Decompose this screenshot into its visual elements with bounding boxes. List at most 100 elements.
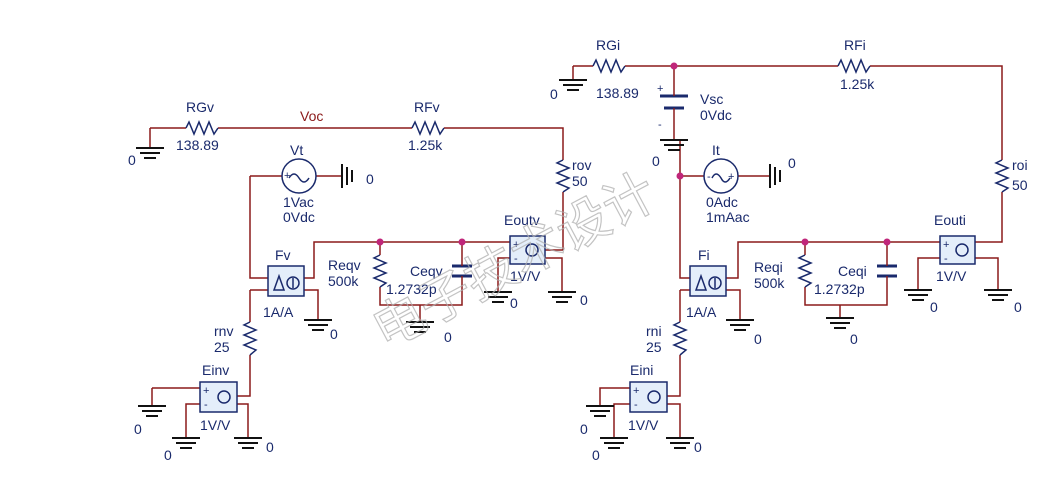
vsc-gnd-label: 0 bbox=[652, 153, 660, 169]
node-dot bbox=[670, 62, 678, 70]
ground-symbol bbox=[547, 291, 577, 303]
einv-gnd2-label: 0 bbox=[164, 447, 172, 463]
it-name: It bbox=[712, 142, 720, 158]
rgv-name: RGv bbox=[186, 99, 214, 115]
rgv-value: 138.89 bbox=[176, 137, 219, 153]
svg-text:+: + bbox=[657, 83, 663, 95]
reqi-value: 500k bbox=[754, 275, 785, 291]
eoutv-value: 1V/V bbox=[510, 268, 541, 284]
eini-value: 1V/V bbox=[628, 417, 659, 433]
eouti-value: 1V/V bbox=[936, 268, 967, 284]
ground-symbol bbox=[233, 437, 263, 449]
svg-text:+: + bbox=[513, 239, 519, 251]
right-circuit: + - - + + - bbox=[550, 37, 1028, 463]
fi-gnd-label: 0 bbox=[754, 331, 762, 347]
fi-value: 1A/A bbox=[686, 304, 717, 320]
eoutv-gnd1-label: 0 bbox=[510, 295, 518, 311]
ground-symbol bbox=[769, 163, 781, 189]
eoutv-vcvs: + - bbox=[509, 235, 546, 265]
ground-symbol bbox=[825, 317, 855, 329]
vsc-name: Vsc bbox=[700, 91, 723, 107]
svg-text:-: - bbox=[514, 253, 518, 265]
ground-symbol bbox=[983, 289, 1013, 301]
ceqi-name: Ceqi bbox=[838, 263, 867, 279]
fi-name: Fi bbox=[698, 247, 710, 263]
rov-value: 50 bbox=[572, 173, 588, 189]
svg-text:-: - bbox=[707, 171, 711, 183]
node-dot bbox=[801, 238, 809, 246]
vt-gnd-label: 0 bbox=[366, 171, 374, 187]
eini-gnd3-label: 0 bbox=[694, 439, 702, 455]
vsc-value: 0Vdc bbox=[700, 107, 732, 123]
eouti-gnd2-label: 0 bbox=[1014, 299, 1022, 315]
rni-value: 25 bbox=[646, 339, 662, 355]
svg-text:-: - bbox=[944, 253, 948, 265]
ceqv-capacitor bbox=[452, 262, 472, 282]
rnv-value: 25 bbox=[214, 339, 230, 355]
ceqi-value: 1.2732p bbox=[814, 281, 865, 297]
ceqv-gnd-label: 0 bbox=[444, 329, 452, 345]
eoutv-gnd2-label: 0 bbox=[580, 292, 588, 308]
eini-vcvs: + - bbox=[629, 381, 668, 413]
ground-symbol bbox=[725, 319, 755, 331]
roi-value: 50 bbox=[1012, 177, 1028, 193]
vt-source: + bbox=[281, 158, 317, 194]
rni-resistor bbox=[672, 321, 688, 356]
reqv-resistor bbox=[372, 254, 388, 288]
rgv-gnd-label: 0 bbox=[128, 152, 136, 168]
ground-symbol bbox=[137, 405, 167, 417]
einv-gnd1-label: 0 bbox=[134, 421, 142, 437]
einv-name: Einv bbox=[202, 362, 229, 378]
rov-resistor bbox=[555, 159, 571, 193]
ground-symbol bbox=[903, 289, 933, 301]
node-dot bbox=[458, 238, 466, 246]
ground-symbol bbox=[659, 139, 689, 151]
rgi-resistor bbox=[592, 58, 626, 74]
fv-gnd-label: 0 bbox=[330, 326, 338, 342]
svg-text:-: - bbox=[634, 399, 638, 411]
rni-name: rni bbox=[646, 323, 662, 339]
ground-symbol bbox=[585, 405, 615, 417]
ground-symbol bbox=[171, 437, 201, 449]
reqi-name: Reqi bbox=[754, 259, 783, 275]
rnv-name: rnv bbox=[214, 323, 233, 339]
rgv-resistor bbox=[185, 120, 219, 136]
eoutv-name: Eoutv bbox=[504, 212, 540, 228]
fi-current-source bbox=[689, 265, 727, 297]
rov-name: rov bbox=[572, 157, 591, 173]
rnv-resistor bbox=[242, 321, 258, 356]
reqv-value: 500k bbox=[328, 273, 359, 289]
ground-symbol bbox=[303, 319, 333, 331]
eouti-gnd1-label: 0 bbox=[930, 299, 938, 315]
roi-name: roi bbox=[1012, 157, 1028, 173]
rfv-value: 1.25k bbox=[408, 137, 443, 153]
einv-value: 1V/V bbox=[200, 417, 231, 433]
fv-value: 1A/A bbox=[263, 304, 294, 320]
left-circuit: + + - + - bbox=[128, 99, 591, 463]
fv-current-source bbox=[267, 265, 305, 297]
vt-dc: 0Vdc bbox=[283, 209, 315, 225]
eini-gnd2-label: 0 bbox=[592, 447, 600, 463]
vt-ac: 1Vac bbox=[283, 194, 314, 210]
ground-symbol bbox=[665, 437, 695, 449]
rfi-value: 1.25k bbox=[840, 76, 875, 92]
svg-text:+: + bbox=[284, 170, 290, 182]
fv-name: Fv bbox=[275, 247, 291, 263]
ground-symbol bbox=[599, 437, 629, 449]
rfi-name: RFi bbox=[844, 37, 866, 53]
ceqv-value: 1.2732p bbox=[386, 281, 437, 297]
eini-gnd1-label: 0 bbox=[580, 421, 588, 437]
node-dot bbox=[676, 172, 684, 180]
reqv-name: Reqv bbox=[328, 257, 361, 273]
node-dot bbox=[883, 238, 891, 246]
rgi-value: 138.89 bbox=[596, 85, 639, 101]
ceqv-name: Ceqv bbox=[410, 263, 443, 279]
svg-text:-: - bbox=[658, 119, 662, 131]
vsc-battery: + - bbox=[657, 83, 688, 131]
it-source: - + bbox=[703, 158, 739, 194]
it-gnd-label: 0 bbox=[788, 155, 796, 171]
it-ac: 1mAac bbox=[706, 209, 750, 225]
reqi-resistor bbox=[797, 254, 813, 288]
eouti-name: Eouti bbox=[934, 212, 966, 228]
